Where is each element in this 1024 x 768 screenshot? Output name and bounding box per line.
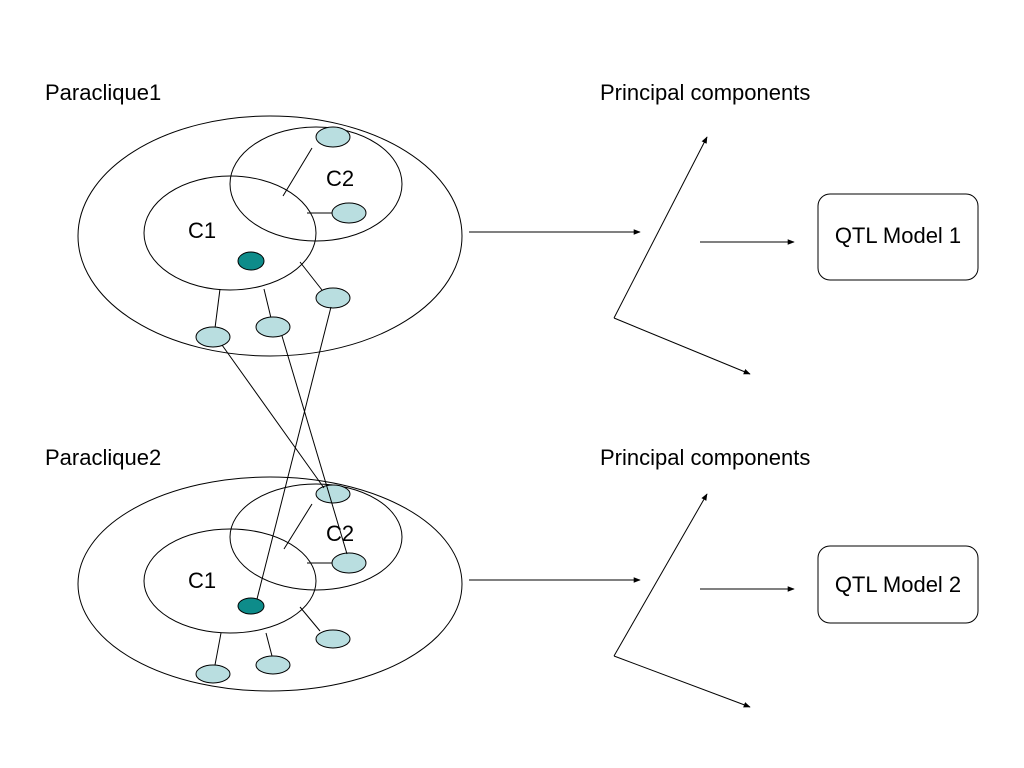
paraclique-1-label: Paraclique1 bbox=[45, 80, 161, 105]
paraclique-1-outer-ellipse bbox=[77, 115, 463, 357]
paraclique-1-node bbox=[315, 287, 351, 309]
paraclique-1-hub-node bbox=[237, 251, 265, 271]
paraclique-2-node bbox=[315, 484, 351, 504]
paraclique-2-pc-axis-1 bbox=[613, 493, 708, 657]
paraclique-2-edge bbox=[214, 632, 222, 666]
paraclique-2-c1-ellipse bbox=[143, 528, 317, 634]
paraclique-2-group: Paraclique2 C1 C2 Principal components Q… bbox=[45, 445, 979, 708]
qtl-model-1-box bbox=[817, 193, 979, 281]
paraclique-2-node bbox=[331, 552, 367, 574]
qtl-model-1-label: QTL Model 1 bbox=[835, 223, 961, 248]
paraclique-2-pc-axis-2 bbox=[613, 655, 751, 708]
cross-connections bbox=[221, 306, 348, 600]
paraclique-1-node bbox=[315, 126, 351, 148]
paraclique-2-hub-node bbox=[237, 597, 265, 615]
paraclique-1-edge bbox=[263, 288, 272, 319]
paraclique-2-edge bbox=[299, 606, 321, 632]
paraclique-1-c1-ellipse bbox=[143, 175, 317, 291]
paraclique-1-edge bbox=[299, 261, 323, 291]
paraclique-2-outer-ellipse bbox=[77, 476, 463, 692]
cross-edge bbox=[256, 306, 332, 600]
paraclique-2-edge bbox=[265, 632, 273, 657]
cross-edge bbox=[221, 344, 325, 489]
paraclique-2-node bbox=[255, 655, 291, 675]
paraclique-1-edge bbox=[282, 147, 313, 197]
paraclique-1-pc-axis-1 bbox=[613, 136, 708, 319]
paraclique-1-group: Paraclique1 C1 C2 Principal components Q… bbox=[45, 80, 979, 375]
paraclique-2-node bbox=[195, 664, 231, 684]
paraclique-2-pc-label: Principal components bbox=[600, 445, 810, 470]
paraclique-1-node bbox=[255, 316, 291, 338]
paraclique-1-node bbox=[331, 202, 367, 224]
qtl-model-2-label: QTL Model 2 bbox=[835, 572, 961, 597]
paraclique-1-pc-axis-2 bbox=[613, 317, 751, 375]
paraclique-2-label: Paraclique2 bbox=[45, 445, 161, 470]
cross-edge bbox=[281, 335, 348, 555]
paraclique-2-c2-label: C2 bbox=[326, 521, 354, 546]
paraclique-1-node bbox=[195, 326, 231, 348]
paraclique-1-c2-ellipse bbox=[229, 126, 403, 242]
paraclique-2-c2-ellipse bbox=[229, 483, 403, 591]
paraclique-2-c1-label: C1 bbox=[188, 568, 216, 593]
paraclique-1-c1-label: C1 bbox=[188, 218, 216, 243]
paraclique-2-edge bbox=[283, 503, 313, 550]
paraclique-1-c2-label: C2 bbox=[326, 166, 354, 191]
paraclique-1-edge bbox=[214, 288, 221, 329]
paraclique-2-node bbox=[315, 629, 351, 649]
paraclique-1-pc-label: Principal components bbox=[600, 80, 810, 105]
qtl-model-2-box bbox=[817, 545, 979, 624]
